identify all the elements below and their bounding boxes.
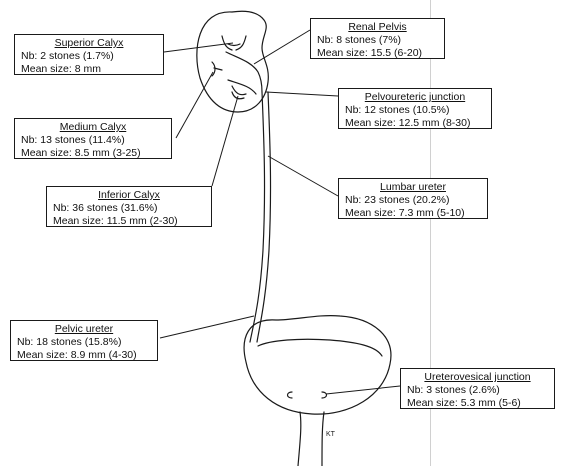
leader-renal-pelvis	[253, 29, 311, 65]
callout-title: Lumbar ureter	[380, 181, 446, 193]
leader-pelvic-ureter	[159, 315, 255, 339]
callout-medium-calyx: Medium Calyx Nb: 13 stones (11.4%) Mean …	[14, 118, 172, 159]
callout-stone-count: Nb: 13 stones (11.4%)	[21, 134, 125, 146]
leader-ureterovesical-junction	[325, 385, 401, 395]
callout-mean-size: Mean size: 8.9 mm (4-30)	[17, 349, 137, 361]
callout-stone-count: Nb: 3 stones (2.6%)	[407, 384, 500, 396]
callout-title: Medium Calyx	[59, 121, 127, 133]
ureter-left-wall	[249, 91, 266, 343]
callout-stone-count: Nb: 36 stones (31.6%)	[53, 202, 158, 214]
leader-superior-calyx	[163, 42, 234, 53]
leader-inferior-calyx	[211, 95, 239, 187]
callout-stone-count: Nb: 12 stones (10.5%)	[345, 104, 450, 116]
callout-inferior-calyx: Inferior Calyx Nb: 36 stones (31.6%) Mea…	[46, 186, 212, 227]
callout-title: Superior Calyx	[54, 37, 124, 49]
bladder-inner	[257, 338, 383, 357]
callout-mean-size: Mean size: 15.5 (6-20)	[317, 47, 423, 59]
ureteric-orifice-left	[286, 391, 293, 399]
callout-lumbar-ureter: Lumbar ureter Nb: 23 stones (20.2%) Mean…	[338, 178, 488, 219]
leader-pelvoureteric-junction	[265, 91, 339, 97]
callout-title: Pelvic ureter	[54, 323, 114, 335]
superior-calyx-shape	[221, 35, 247, 51]
callout-title: Inferior Calyx	[98, 189, 160, 201]
leader-lumbar-ureter	[267, 155, 339, 197]
callout-stone-count: Nb: 2 stones (1.7%)	[21, 50, 114, 62]
vertical-guide-line	[430, 0, 431, 466]
medium-calyx-shape	[211, 61, 223, 77]
callout-stone-count: Nb: 8 stones (7%)	[317, 34, 402, 46]
callout-title: Ureterovesical junction	[424, 371, 531, 383]
callout-mean-size: Mean size: 11.5 mm (2-30)	[53, 215, 178, 227]
callout-stone-count: Nb: 23 stones (20.2%)	[345, 194, 450, 206]
callout-mean-size: Mean size: 7.3 mm (5-10)	[345, 207, 465, 219]
inferior-calyx-shape	[231, 85, 247, 100]
callout-mean-size: Mean size: 8 mm	[21, 63, 101, 75]
callout-mean-size: Mean size: 8.5 mm (3-25)	[21, 147, 141, 159]
ureter-right-wall	[256, 91, 272, 343]
callout-mean-size: Mean size: 12.5 mm (8-30)	[345, 117, 471, 129]
callout-title: Pelvoureteric junction	[364, 91, 466, 103]
callout-mean-size: Mean size: 5.3 mm (5-6)	[407, 397, 521, 409]
renal-pelvis-shape	[225, 51, 263, 95]
leader-medium-calyx	[175, 71, 214, 139]
callout-pelvoureteric-junction: Pelvoureteric junction Nb: 12 stones (10…	[338, 88, 492, 129]
artist-initials: KT	[326, 431, 336, 438]
urethra	[297, 411, 325, 466]
callout-ureterovesical-junction: Ureterovesical junction Nb: 3 stones (2.…	[400, 368, 555, 409]
ureteric-orifice-right	[321, 391, 328, 399]
callout-pelvic-ureter: Pelvic ureter Nb: 18 stones (15.8%) Mean…	[10, 320, 158, 361]
callout-title: Renal Pelvis	[348, 21, 407, 33]
bladder-outer	[243, 315, 392, 415]
callout-stone-count: Nb: 18 stones (15.8%)	[17, 336, 122, 348]
callout-superior-calyx: Superior Calyx Nb: 2 stones (1.7%) Mean …	[14, 34, 164, 75]
kidney-outline	[196, 10, 269, 113]
callout-renal-pelvis: Renal Pelvis Nb: 8 stones (7%) Mean size…	[310, 18, 445, 59]
